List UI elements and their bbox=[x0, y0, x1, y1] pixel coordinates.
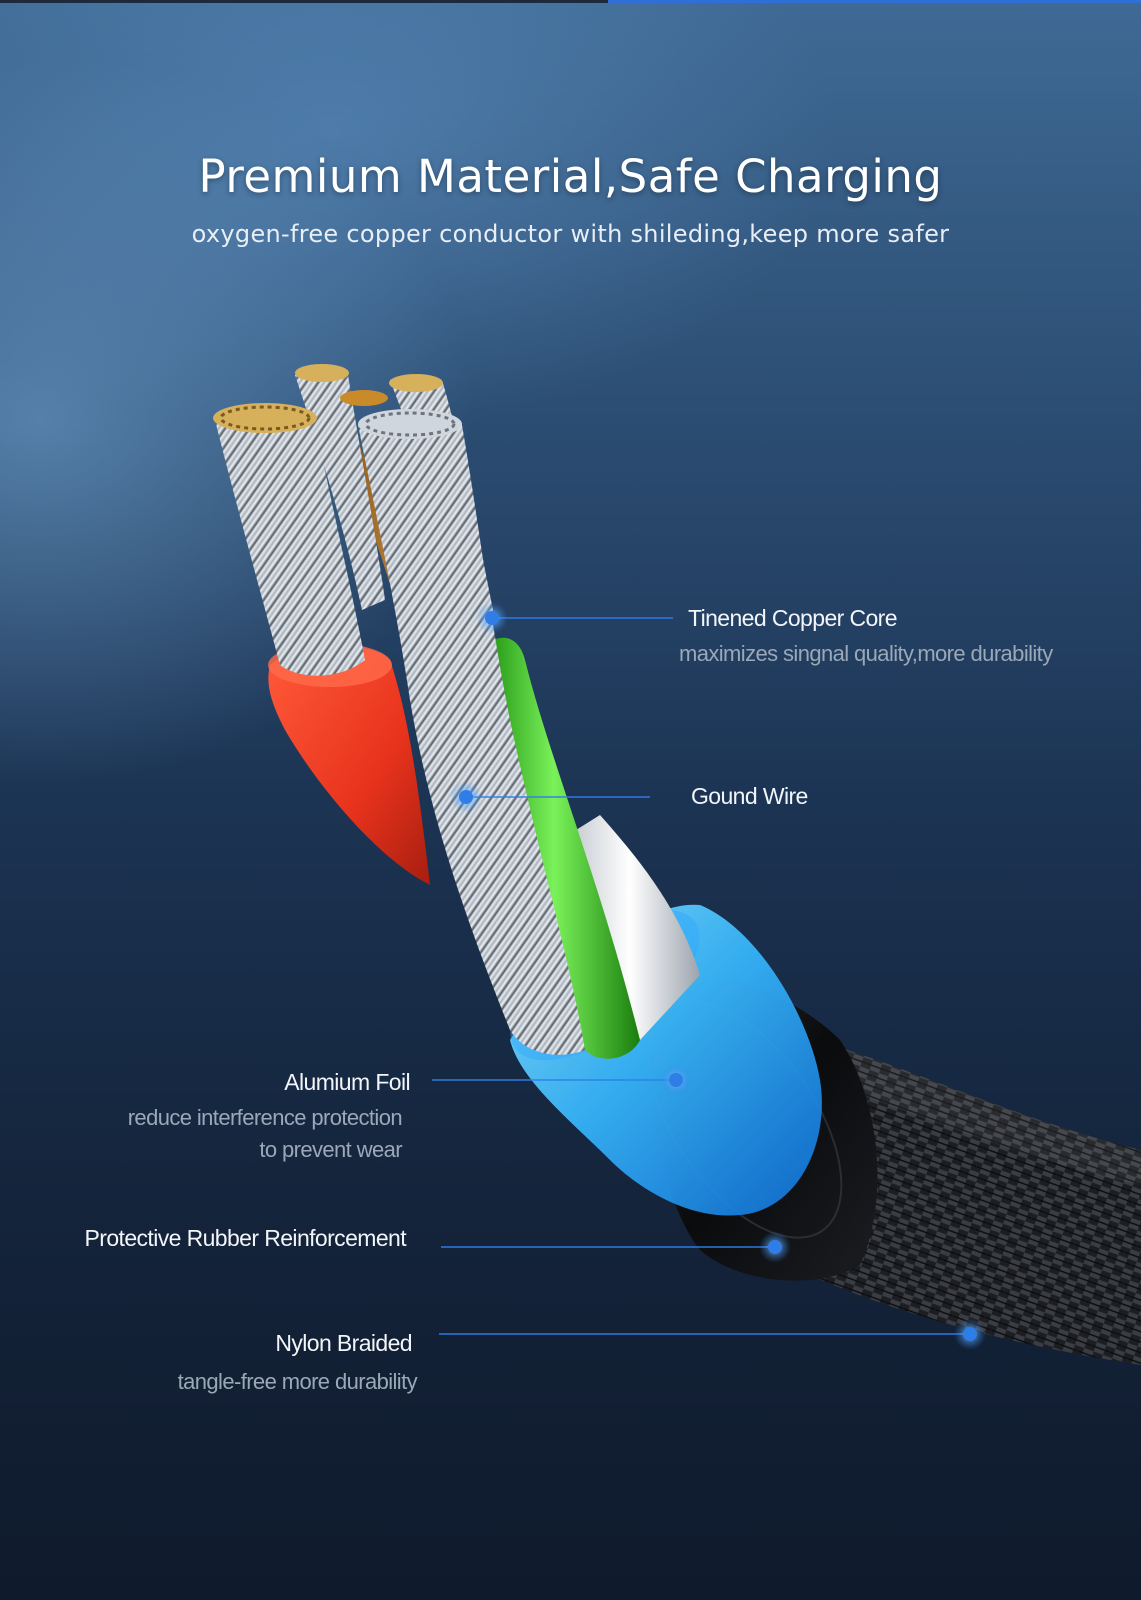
red-wire bbox=[268, 645, 430, 885]
callout-title-rubber: Protective Rubber Reinforcement bbox=[84, 1225, 407, 1251]
callout-desc-copper-core: maximizes singnal quality,more durabilit… bbox=[679, 641, 1053, 666]
callout-dot-icon bbox=[459, 790, 473, 804]
callout-dot-icon bbox=[963, 1327, 977, 1341]
callout-desc-aluminium-foil-line1: reduce interference protection bbox=[127, 1105, 403, 1130]
conductor-left bbox=[215, 408, 365, 676]
strand-tip-1 bbox=[213, 403, 317, 433]
green-ground-wire bbox=[483, 637, 640, 1059]
page-subtitle: oxygen-free copper conductor with shiled… bbox=[191, 220, 950, 248]
callout-dot-icon bbox=[485, 611, 499, 625]
top-bar-accent bbox=[608, 0, 1141, 3]
callout-dot-icon bbox=[768, 1240, 782, 1254]
white-wire bbox=[560, 815, 700, 1040]
top-bar bbox=[0, 0, 1141, 3]
callout-title-copper-core: Tinened Copper Core bbox=[688, 605, 898, 631]
page-title: Premium Material,Safe Charging bbox=[198, 150, 943, 203]
strand-tip-4 bbox=[389, 374, 443, 392]
callout-title-ground-wire: Gound Wire bbox=[691, 783, 808, 809]
callout-desc-aluminium-foil-line2: to prevent wear bbox=[259, 1137, 402, 1162]
strand-tip-2 bbox=[295, 364, 349, 382]
strand-tip-5 bbox=[358, 409, 462, 439]
callout-title-nylon: Nylon Braided bbox=[275, 1330, 412, 1356]
strand-tip-3 bbox=[340, 390, 388, 406]
conductor-back bbox=[295, 369, 385, 610]
conductor-main bbox=[358, 413, 585, 1055]
callout-title-aluminium-foil: Alumium Foil bbox=[284, 1069, 410, 1095]
callout-dot-icon bbox=[669, 1073, 683, 1087]
callout-desc-nylon: tangle-free more durability bbox=[177, 1369, 418, 1394]
